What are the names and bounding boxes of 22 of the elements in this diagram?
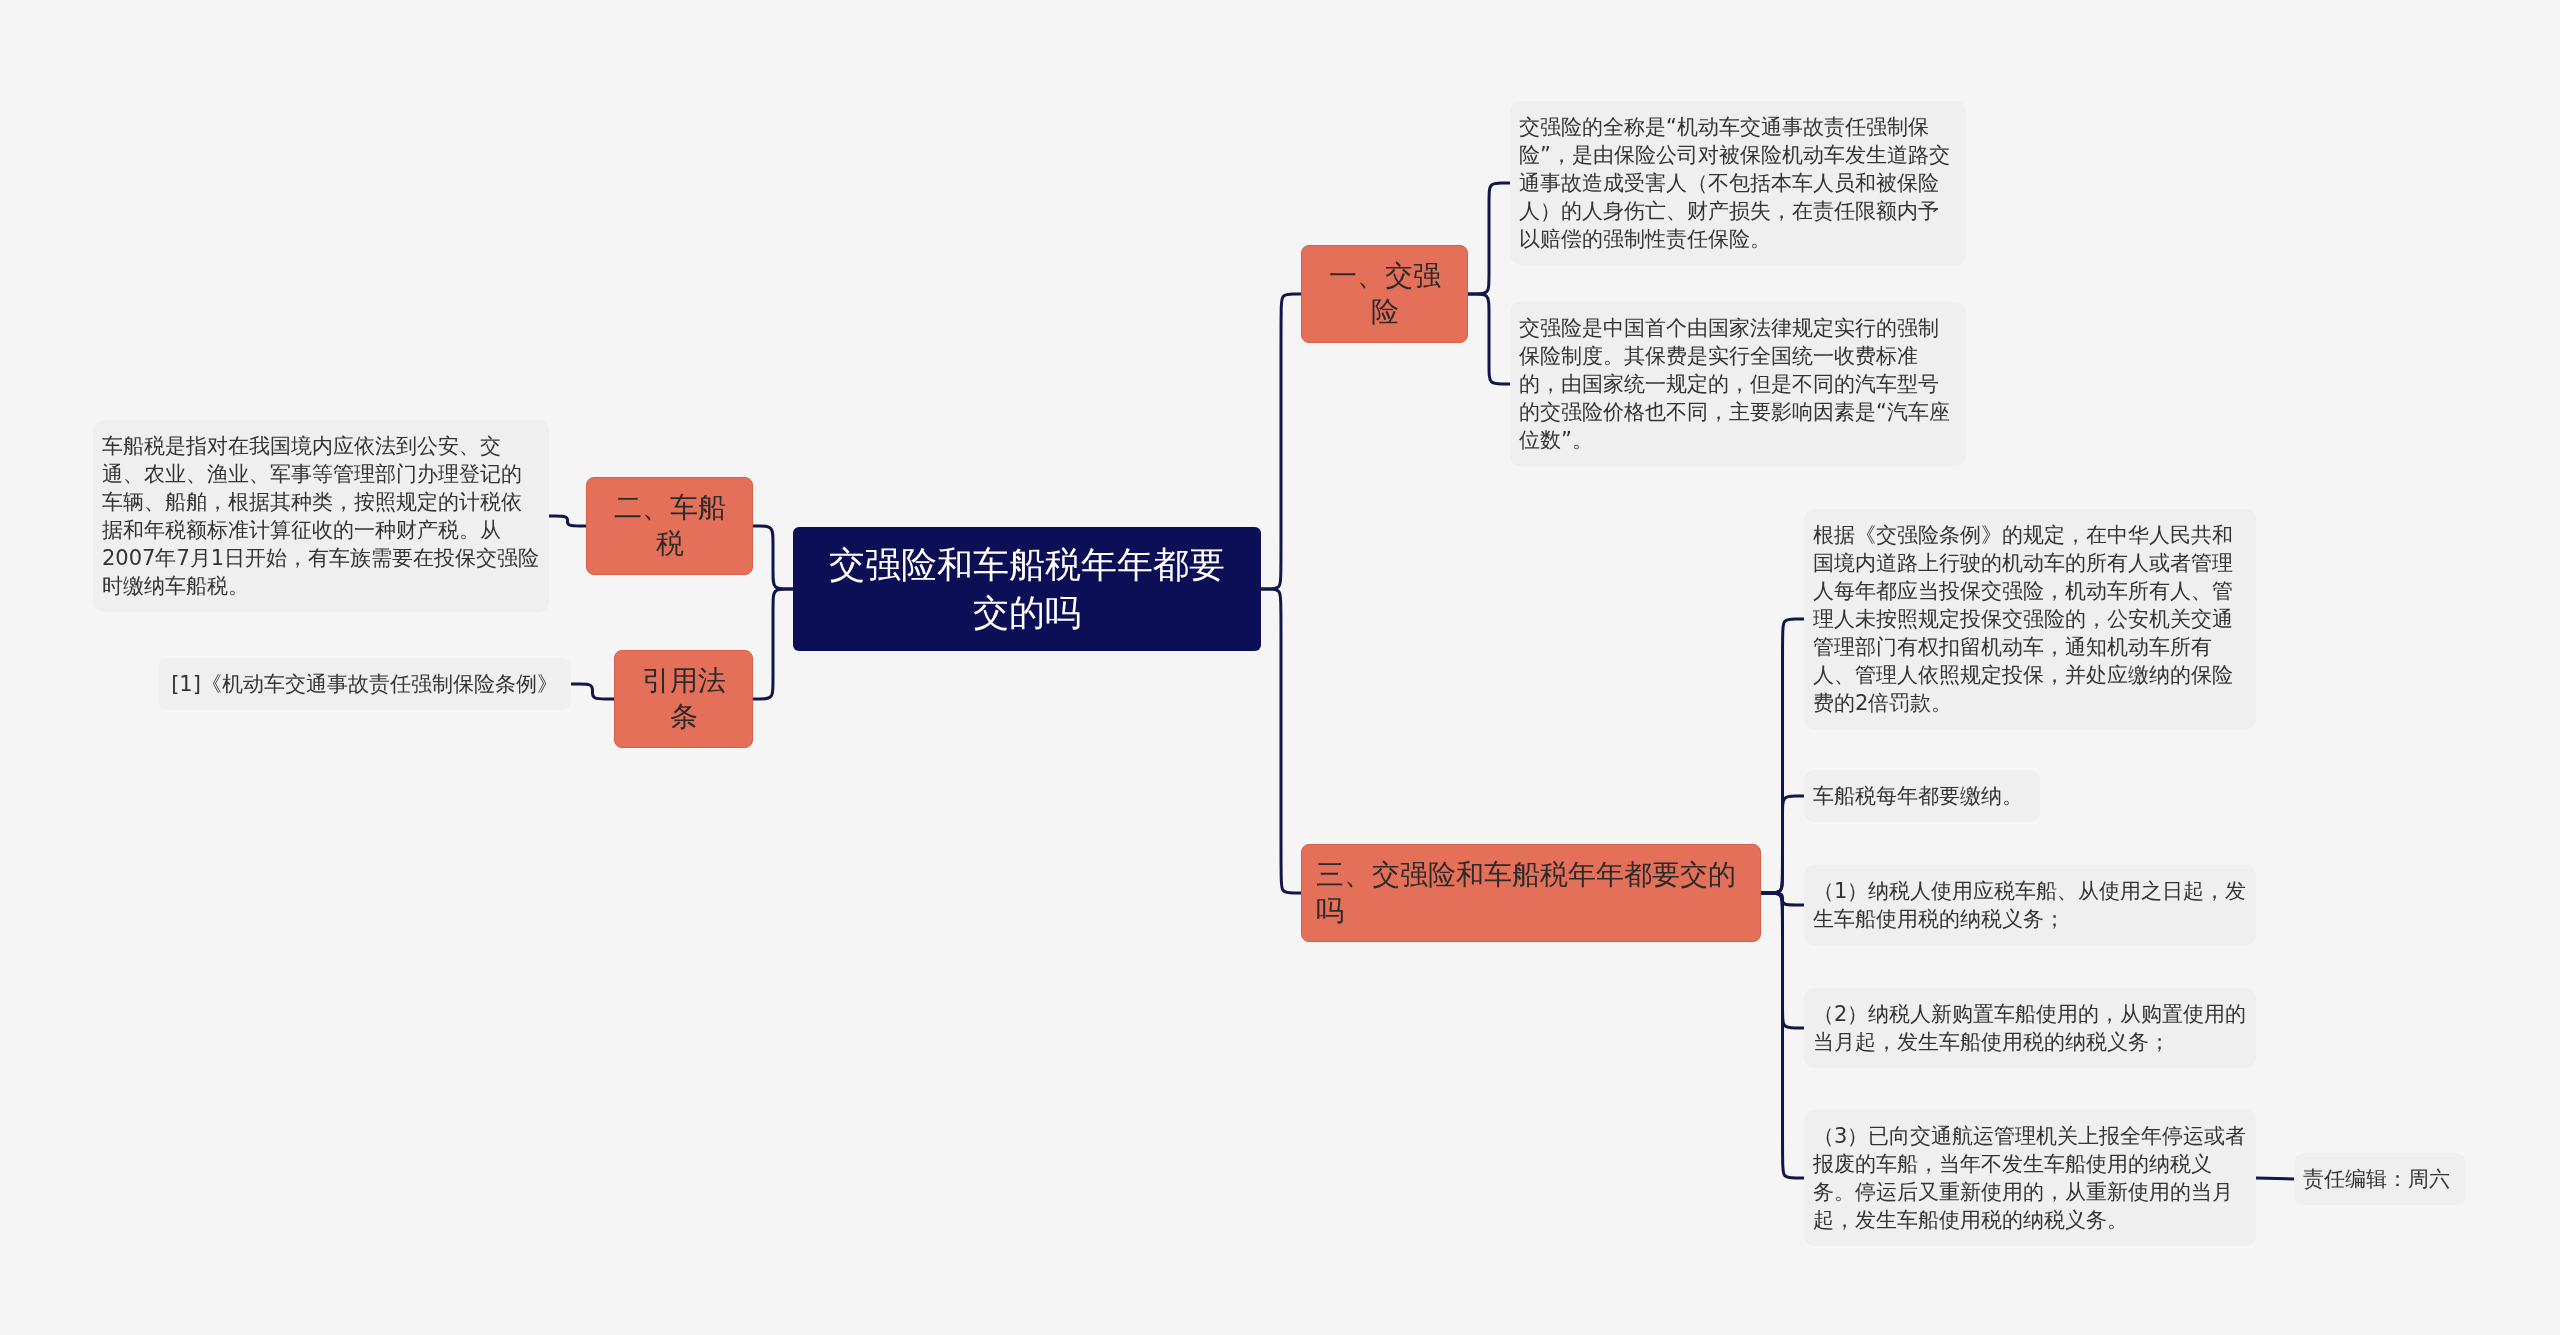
note-text: （1）纳税人使用应税车船、从使用之日起，发生车船使用税的纳税义务；	[1804, 865, 2256, 945]
note-text: 车船税是指对在我国境内应依法到公安、交通、农业、渔业、军事等管理部门办理登记的车辆、船舶，根据其种类，按照规定的计税依据和年税额标准计算征收的一种财产税。从2007年7月1日开始，有车族需要在投保交强险时缴纳车船税。	[93, 420, 549, 612]
note-text: （2）纳税人新购置车船使用的，从购置使用的当月起，发生车船使用税的纳税义务；	[1804, 988, 2256, 1068]
branch-topic: 二、车船税	[586, 477, 753, 575]
central-topic: 交强险和车船税年年都要交的吗	[793, 527, 1261, 651]
note-text: 交强险的全称是“机动车交通事故责任强制保险”，是由保险公司对被保险机动车发生道路交通事故造成受害人（不包括本车人员和被保险人）的人身伤亡、财产损失，在责任限额内予以赔偿的强制性责任保险。	[1510, 101, 1966, 265]
connector-line	[2255, 1176, 2295, 1181]
note-text: 根据《交强险条例》的规定，在中华人民共和国境内道路上行驶的机动车的所有人或者管理人每年都应当投保交强险，机动车所有人、管理人未按照规定投保交强险的，公安机关交通管理部门有权扣留机动车，通知机动车所有人、管理人依照规定投保，并处应缴纳的保险费的2倍罚款。	[1804, 509, 2256, 729]
note-text: [1]《机动车交通事故责任强制保险条例》	[158, 658, 571, 710]
note-text: （3）已向交通航运管理机关上报全年停运或者报废的车船，当年不发生车船使用的纳税义务。停运后又重新使用的，从重新使用的当月起，发生车船使用税的纳税义务。	[1804, 1110, 2256, 1246]
connector-line	[752, 587, 794, 701]
note-text: 责任编辑：周六	[2294, 1153, 2466, 1205]
note-text: 交强险是中国首个由国家法律规定实行的强制保险制度。其保费是实行全国统一收费标准的，由国家统一规定的，但是不同的汽车型号的交强险价格也不同，主要影响因素是“汽车座位数”。	[1510, 302, 1966, 466]
branch-topic: 引用法条	[614, 650, 753, 748]
connector-line	[570, 682, 615, 701]
branch-topic: 一、交强险	[1301, 245, 1468, 343]
note-text: 车船税每年都要缴纳。	[1804, 770, 2040, 822]
connector-line	[1467, 292, 1511, 386]
connector-line	[1260, 587, 1302, 895]
branch-topic: 三、交强险和车船税年年都要交的吗	[1301, 844, 1761, 942]
connector-line	[548, 514, 587, 528]
connector-line	[1760, 891, 1805, 1180]
